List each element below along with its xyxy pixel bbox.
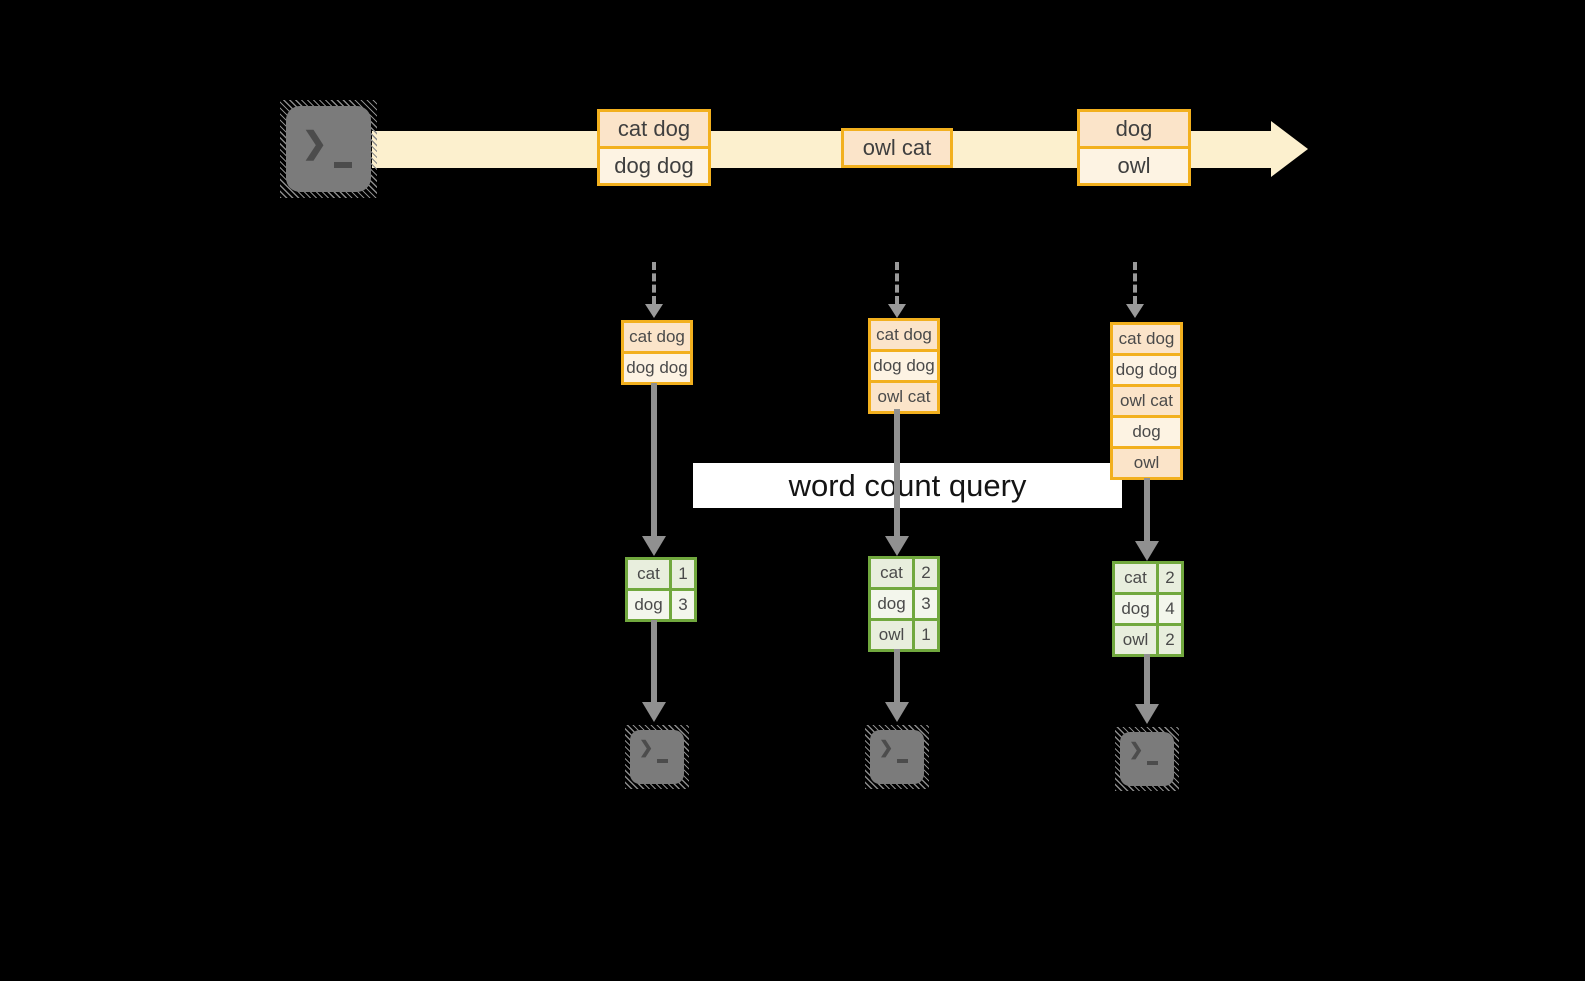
count-word: dog (1115, 595, 1156, 623)
buffer-item: dog dog (624, 354, 690, 382)
terminal-prompt-icon: ❯ (639, 738, 654, 757)
buffer-stack-3: cat dog dog dog owl cat dog owl (1110, 322, 1183, 480)
count-word: cat (628, 560, 669, 588)
stream-event-line: dog (1080, 112, 1188, 146)
terminal-cursor-icon (334, 162, 352, 168)
buffer-item: dog dog (1113, 356, 1180, 384)
solid-arrow-4 (651, 620, 657, 703)
buffer-item: owl cat (1113, 387, 1180, 415)
count-row: dog 3 (628, 591, 694, 619)
terminal-sink-1-icon: ❯ (625, 725, 689, 789)
buffer-item: dog dog (871, 352, 937, 380)
stream-event-1: cat dog dog dog (597, 109, 711, 186)
solid-arrow-2 (894, 409, 900, 536)
query-label: word count query (788, 467, 1027, 503)
buffer-item: owl (1113, 449, 1180, 477)
count-value: 1 (672, 560, 694, 588)
count-row: owl 1 (871, 621, 937, 649)
solid-arrow-6 (1144, 654, 1150, 705)
buffer-stack-1: cat dog dog dog (621, 320, 693, 385)
count-row: cat 1 (628, 560, 694, 588)
query-label-band: word count query (693, 463, 1122, 508)
terminal-cursor-icon (1147, 761, 1158, 765)
count-word: cat (1115, 564, 1156, 592)
buffer-item: cat dog (624, 323, 690, 351)
solid-arrow-1 (651, 383, 657, 537)
count-value: 2 (915, 559, 937, 587)
buffer-item: dog (1113, 418, 1180, 446)
count-row: dog 4 (1115, 595, 1181, 623)
terminal-sink-2-icon: ❯ (865, 725, 929, 789)
dashed-arrow-2 (895, 262, 899, 304)
terminal-sink-3-icon: ❯ (1115, 727, 1179, 791)
dashed-arrowhead-2-icon (888, 304, 906, 318)
count-word: dog (871, 590, 912, 618)
stream-event-line: cat dog (600, 112, 708, 146)
solid-arrowhead-1-icon (642, 536, 666, 556)
terminal-screen: ❯ (286, 106, 371, 192)
count-table-1: cat 1 dog 3 (625, 557, 697, 622)
dashed-arrow-1 (652, 262, 656, 304)
count-value: 2 (1159, 564, 1181, 592)
count-row: owl 2 (1115, 626, 1181, 654)
stream-event-line: dog dog (600, 149, 708, 183)
count-table-3: cat 2 dog 4 owl 2 (1112, 561, 1184, 657)
count-value: 2 (1159, 626, 1181, 654)
solid-arrow-5 (894, 649, 900, 703)
dashed-arrowhead-1-icon (645, 304, 663, 318)
terminal-screen: ❯ (630, 730, 684, 784)
terminal-screen: ❯ (870, 730, 924, 784)
stream-event-line: owl (1080, 149, 1188, 183)
buffer-item: cat dog (1113, 325, 1180, 353)
terminal-prompt-icon: ❯ (302, 127, 328, 160)
dashed-arrowhead-3-icon (1126, 304, 1144, 318)
count-word: cat (871, 559, 912, 587)
buffer-item: cat dog (871, 321, 937, 349)
terminal-source-icon: ❯ (280, 100, 377, 198)
count-word: owl (871, 621, 912, 649)
count-row: cat 2 (1115, 564, 1181, 592)
solid-arrowhead-3-icon (1135, 541, 1159, 561)
terminal-prompt-icon: ❯ (1129, 740, 1144, 759)
terminal-cursor-icon (657, 759, 668, 763)
buffer-stack-2: cat dog dog dog owl cat (868, 318, 940, 414)
stream-event-3: dog owl (1077, 109, 1191, 186)
count-row: cat 2 (871, 559, 937, 587)
terminal-screen: ❯ (1120, 732, 1174, 786)
dashed-arrow-3 (1133, 262, 1137, 304)
solid-arrowhead-6-icon (1135, 704, 1159, 724)
solid-arrowhead-5-icon (885, 702, 909, 722)
stream-event-2: owl cat (841, 128, 953, 168)
count-row: dog 3 (871, 590, 937, 618)
count-table-2: cat 2 dog 3 owl 1 (868, 556, 940, 652)
count-value: 4 (1159, 595, 1181, 623)
terminal-cursor-icon (897, 759, 908, 763)
buffer-item: owl cat (871, 383, 937, 411)
count-word: owl (1115, 626, 1156, 654)
solid-arrow-3 (1144, 478, 1150, 541)
count-value: 3 (672, 591, 694, 619)
stream-arrowhead-icon (1271, 121, 1308, 177)
count-value: 1 (915, 621, 937, 649)
stream-event-line: owl cat (844, 131, 950, 165)
solid-arrowhead-2-icon (885, 536, 909, 556)
terminal-prompt-icon: ❯ (879, 738, 894, 757)
count-value: 3 (915, 590, 937, 618)
count-word: dog (628, 591, 669, 619)
solid-arrowhead-4-icon (642, 702, 666, 722)
